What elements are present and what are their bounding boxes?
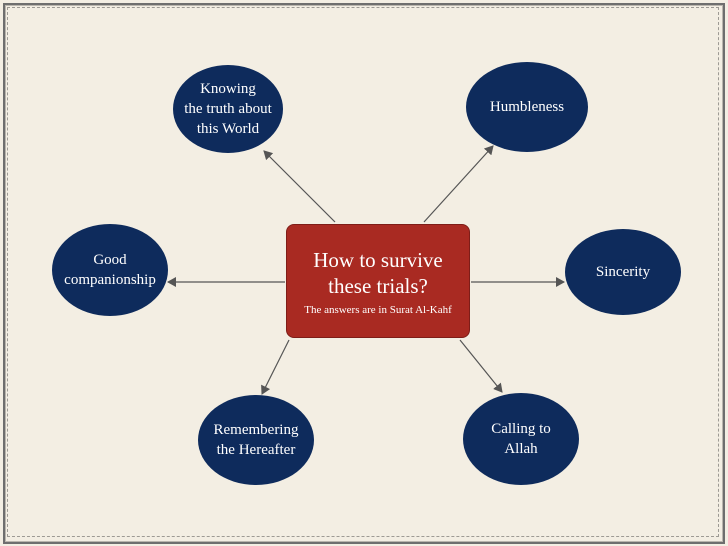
center-subtitle: The answers are in Surat Al-Kahf [304,304,452,316]
node-sincerity-label: Sincerity [595,264,651,280]
node-calling-allah: Calling to Allah [463,393,579,485]
node-sincerity: Sincerity [565,229,681,315]
node-knowing-truth: Knowing the truth about this World [173,65,283,153]
node-humbleness-label: Humbleness [489,99,565,115]
node-remembering-hereafter-label: Remembering the Hereafter [213,422,299,458]
arrow-to-calling-allah [459,339,503,393]
node-remembering-hereafter: Remembering the Hereafter [198,395,314,485]
node-good-companionship-label: Good companionship [64,252,156,288]
center-box: How to survive these trials? The answers… [286,224,470,338]
arrow-to-knowing-truth [263,150,336,223]
node-humbleness: Humbleness [466,62,588,152]
slide-stitch-border [7,7,719,537]
node-calling-allah-label: Calling to Allah [491,421,551,457]
slide-border [3,3,725,544]
node-good-companionship: Good companionship [52,224,168,316]
node-knowing-truth-label: Knowing the truth about this World [184,81,272,137]
arrow-to-remembering-hereafter [261,339,290,395]
center-title: How to survive these trials? [313,248,443,298]
arrow-to-humbleness [423,145,494,223]
